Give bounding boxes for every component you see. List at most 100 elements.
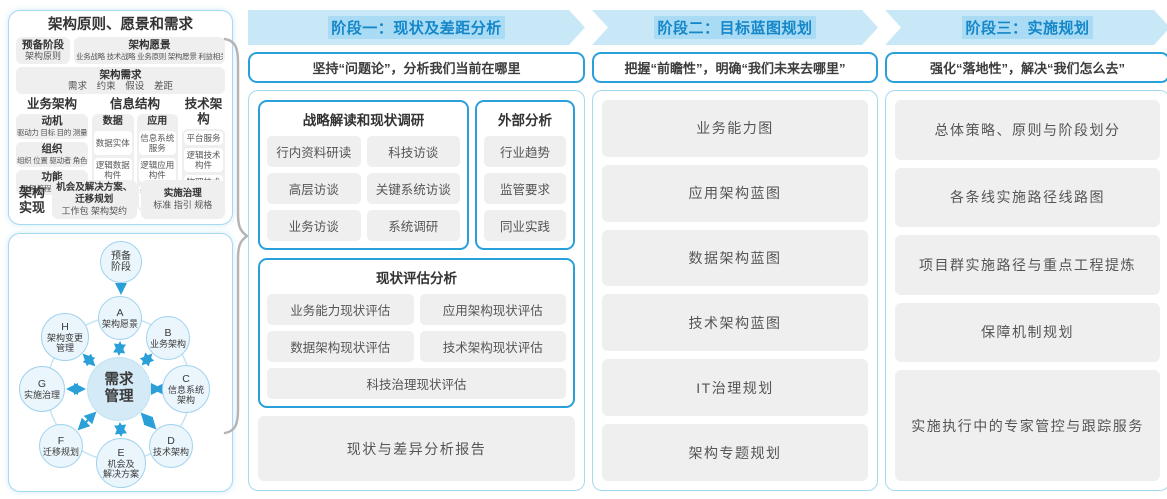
data-title: 数据 bbox=[102, 116, 123, 127]
opportunities-migration-title: 机会及解决方案、 迁移规划 bbox=[56, 182, 133, 205]
phase-2-subtitle: 把握“前瞻性”，明确“我们未来去哪里” bbox=[624, 61, 846, 76]
logical-data-box: 逻辑数据构件 bbox=[94, 158, 132, 182]
adm-requirements-management-circle: 需求 管理 bbox=[87, 357, 151, 421]
adm-node-b-label: 业务架构 bbox=[149, 338, 186, 349]
architecture-vision-box: 架构愿景 业务战略 技术战略 业务原则 架构愿景 利益相关者 bbox=[74, 37, 225, 64]
phase-3-column: 阶段三：实施规划 强化“落地性”，解决“我们怎么去” 总体策略、原则与阶段划分 … bbox=[885, 10, 1167, 491]
implementation-governance-sub: 标准 指引 规格 bbox=[153, 200, 213, 210]
strategy-item: 业务访谈 bbox=[267, 210, 361, 241]
external-item: 监管要求 bbox=[484, 173, 566, 204]
phase-1-column: 阶段一：现状及差距分析 坚持“问题论”，分析我们当前在哪里 战略解读和现状调研 … bbox=[248, 10, 585, 491]
assessment-item: 科技治理现状评估 bbox=[267, 368, 566, 399]
deliverable-box: 总体策略、原则与阶段划分 bbox=[895, 100, 1160, 160]
adm-center-label: 需求 管理 bbox=[104, 372, 134, 405]
adm-cycle-panel: 预备 阶段 需求 管理 A 架构愿景 B 业务架构 C 信息系统 架构 D 技术… bbox=[8, 233, 233, 492]
architecture-vision-title: 架构愿景 bbox=[128, 39, 171, 51]
phase-3-subtitle: 强化“落地性”，解决“我们怎么去” bbox=[929, 61, 1125, 76]
phase-2-subtitle-box: 把握“前瞻性”，明确“我们未来去哪里” bbox=[592, 52, 878, 83]
adm-node-f: F 迁移规划 bbox=[39, 424, 83, 468]
brace-connector bbox=[223, 37, 249, 435]
adm-node-a-letter: A bbox=[116, 306, 124, 319]
phase-2-header-band: 阶段二：目标蓝图规划 bbox=[592, 10, 878, 45]
strategy-item: 科技访谈 bbox=[366, 136, 460, 167]
adm-node-b-letter: B bbox=[164, 326, 172, 339]
strategy-item: 关键系统访谈 bbox=[366, 173, 460, 204]
adm-arrows bbox=[66, 283, 164, 437]
implementation-governance-box: 实施治理 标准 指引 规格 bbox=[140, 180, 225, 219]
info-system-service-box: 信息系统服务 bbox=[138, 131, 176, 155]
adm-node-d-letter: D bbox=[167, 434, 175, 447]
deliverable-box: 保障机制规划 bbox=[895, 302, 1160, 362]
deliverable-box: 各条线实施路径线路图 bbox=[895, 167, 1160, 227]
phase-2-column: 阶段二：目标蓝图规划 把握“前瞻性”，明确“我们未来去哪里” 业务能力图 应用架… bbox=[592, 10, 878, 491]
adm-node-c-letter: C bbox=[182, 372, 190, 385]
deliverable-box: 实施执行中的专家管控与跟踪服务 bbox=[895, 370, 1160, 481]
gap-analysis-report-box: 现状与差异分析报告 bbox=[258, 416, 575, 481]
external-item: 同业实践 bbox=[484, 210, 566, 241]
phase-3-header-band: 阶段三：实施规划 bbox=[885, 10, 1167, 45]
architecture-requirements-sub: 需求 约束 假设 差距 bbox=[68, 81, 173, 92]
assessment-item: 应用架构现状评估 bbox=[419, 294, 566, 325]
phase-1-subtitle: 坚持“问题论”，分析我们当前在哪里 bbox=[312, 61, 521, 76]
architecture-requirements-box: 架构需求 需求 约束 假设 差距 bbox=[16, 67, 225, 94]
adm-node-c-label: 信息系统 架构 bbox=[167, 384, 204, 405]
opportunities-migration-box: 机会及解决方案、 迁移规划 工作包 架构契约 bbox=[52, 180, 137, 219]
framework-title: 架构原则、愿景和需求 bbox=[48, 17, 193, 33]
adm-node-a: A 架构愿景 bbox=[98, 296, 142, 340]
adm-node-e: E 机会及 解决方案 bbox=[96, 438, 146, 488]
motivation-title: 动机 bbox=[41, 115, 63, 127]
architecture-columns: 业务架构 动机 驱动力 目标 目的 测量 组织 组织 位置 驱动者 角色 功能 … bbox=[16, 97, 225, 211]
strategy-research-box: 战略解读和现状调研 行内资料研读 科技访谈 高层访谈 关键系统访谈 业务访谈 系… bbox=[258, 100, 469, 250]
deliverable-box: 架构专题规划 bbox=[602, 424, 868, 481]
external-analysis-title: 外部分析 bbox=[498, 113, 552, 128]
logical-tech-box: 逻辑技术构件 bbox=[184, 148, 223, 172]
phase-1-subtitle-box: 坚持“问题论”，分析我们当前在哪里 bbox=[248, 52, 585, 83]
adm-node-e-label: 机会及 解决方案 bbox=[102, 458, 139, 479]
assessment-item: 数据架构现状评估 bbox=[267, 331, 414, 362]
motivation-sub: 驱动力 目标 目的 测量 bbox=[17, 128, 87, 137]
adm-node-h: H 架构变更 管理 bbox=[41, 313, 89, 361]
data-entity-box: 数据实体 bbox=[94, 131, 132, 155]
deliverable-box: 业务能力图 bbox=[602, 100, 868, 157]
assessment-item: 业务能力现状评估 bbox=[267, 294, 414, 325]
platform-service-box: 平台服务 bbox=[184, 131, 223, 145]
strategy-item: 高层访谈 bbox=[267, 173, 361, 204]
deliverable-box: 数据架构蓝图 bbox=[602, 229, 868, 287]
adm-node-g: G 实施治理 bbox=[19, 366, 65, 412]
external-analysis-box: 外部分析 行业趋势 监管要求 同业实践 bbox=[475, 100, 575, 250]
phase-3-header: 阶段三：实施规划 bbox=[962, 16, 1092, 39]
adm-node-f-label: 迁移规划 bbox=[42, 446, 79, 457]
application-title: 应用 bbox=[147, 116, 168, 127]
business-architecture-header: 业务架构 bbox=[26, 97, 77, 111]
deliverable-box: 技术架构蓝图 bbox=[602, 294, 868, 352]
assessment-item: 技术架构现状评估 bbox=[419, 331, 566, 362]
strategy-item: 行内资料研读 bbox=[267, 136, 361, 167]
phase-1-header: 阶段一：现状及差距分析 bbox=[328, 16, 505, 39]
adm-prep-phase-label: 预备 阶段 bbox=[111, 251, 131, 273]
prep-vision-row: 预备阶段 架构原则 架构愿景 业务战略 技术战略 业务原则 架构愿景 利益相关者 bbox=[16, 37, 225, 64]
adm-node-h-letter: H bbox=[61, 320, 69, 333]
implementation-governance-title: 实施治理 bbox=[163, 188, 202, 199]
architecture-vision-sub: 业务战略 技术战略 业务原则 架构愿景 利益相关者 bbox=[76, 52, 223, 61]
organization-title: 组织 bbox=[41, 143, 63, 155]
adm-node-a-label: 架构愿景 bbox=[101, 318, 138, 329]
assessment-title: 现状评估分析 bbox=[376, 271, 457, 286]
phase-3-content: 总体策略、原则与阶段划分 各条线实施路径线路图 项目群实施路径与重点工程提炼 保… bbox=[885, 90, 1167, 491]
phase-3-subtitle-box: 强化“落地性”，解决“我们怎么去” bbox=[885, 52, 1167, 83]
architecture-realization-row: 架构实现 机会及解决方案、 迁移规划 工作包 架构契约 实施治理 标准 指引 规… bbox=[16, 180, 225, 219]
adm-node-f-letter: F bbox=[57, 434, 65, 447]
adm-node-d: D 技术架构 bbox=[149, 424, 193, 468]
organization-box: 组织 组织 位置 驱动者 角色 bbox=[16, 142, 88, 167]
architecture-framework-panel: 架构原则、愿景和需求 预备阶段 架构原则 架构愿景 业务战略 技术战略 业务原则… bbox=[8, 10, 233, 225]
adm-node-c: C 信息系统 架构 bbox=[162, 365, 210, 413]
deliverable-box: 项目群实施路径与重点工程提炼 bbox=[895, 235, 1160, 295]
phase-2-header: 阶段二：目标蓝图规划 bbox=[654, 16, 815, 39]
adm-prep-phase-circle: 预备 阶段 bbox=[100, 241, 142, 283]
adm-node-g-letter: G bbox=[37, 377, 47, 390]
architecture-requirements-title: 架构需求 bbox=[99, 69, 142, 81]
adm-node-d-label: 技术架构 bbox=[152, 446, 189, 457]
adm-node-h-label: 架构变更 管理 bbox=[46, 332, 83, 353]
prep-phase-sub: 架构原则 bbox=[24, 51, 61, 61]
prep-phase-box: 预备阶段 架构原则 bbox=[16, 37, 70, 64]
